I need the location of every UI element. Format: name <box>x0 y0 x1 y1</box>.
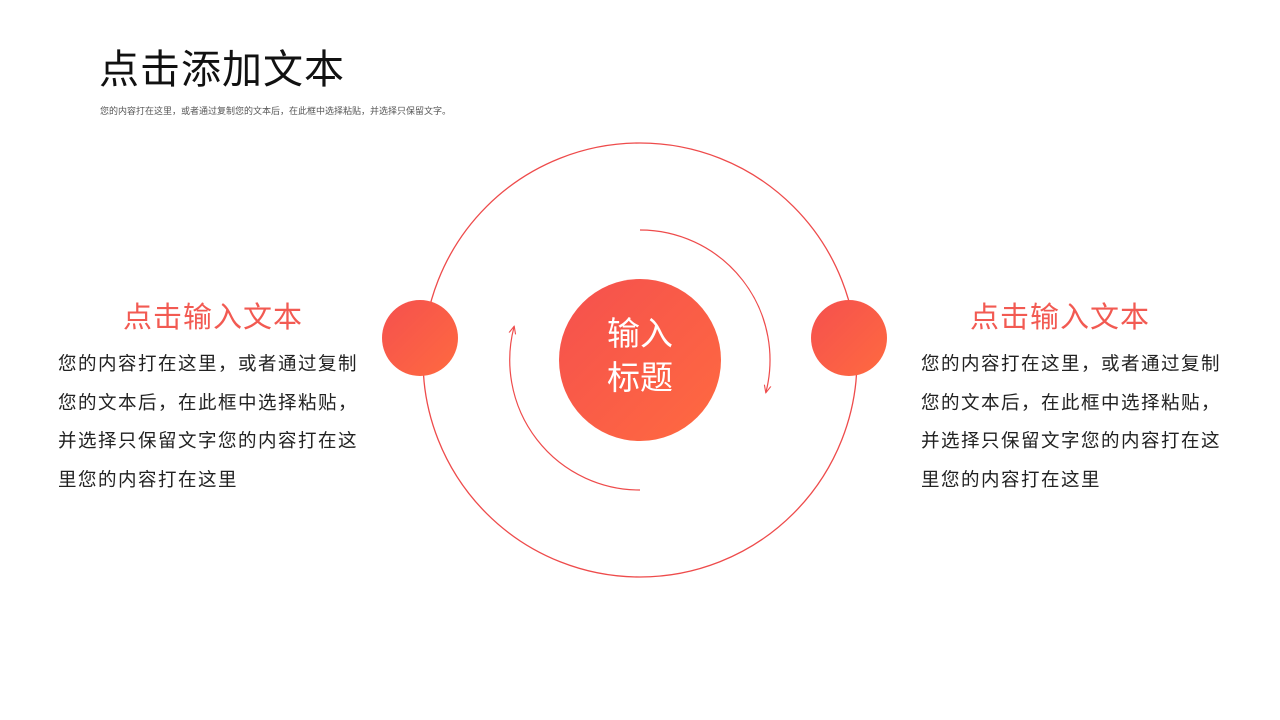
left-body[interactable]: 您的内容打在这里，或者通过复制 您的文本后，在此框中选择粘贴， 并选择只保留文字… <box>58 346 388 500</box>
center-circle <box>559 279 721 441</box>
left-body-line: 您的内容打在这里，或者通过复制 <box>58 354 359 375</box>
arc-arrow-bottom-left <box>510 327 641 491</box>
page-subtitle[interactable]: 您的内容打在这里，或者通过复制您的文本后，在此框中选择粘贴，并选择只保留文字。 <box>100 107 452 117</box>
right-body-line: 里您的内容打在这里 <box>921 469 1102 491</box>
right-body-line: 您的文本后，在此框中选择粘贴， <box>921 392 1222 414</box>
arc-arrow-top-right <box>639 229 770 392</box>
center-title[interactable]: 输入 标题 <box>560 312 720 400</box>
right-heading[interactable]: 点击输入文本 <box>970 300 1151 334</box>
left-body-line: 里您的内容打在这里 <box>58 469 239 491</box>
right-body-line: 您的内容打在这里，或者通过复制 <box>921 354 1222 375</box>
left-heading[interactable]: 点击输入文本 <box>123 300 304 334</box>
right-body[interactable]: 您的内容打在这里，或者通过复制 您的文本后，在此框中选择粘贴， 并选择只保留文字… <box>921 346 1251 500</box>
left-node-circle <box>382 300 458 376</box>
page-title[interactable]: 点击添加文本 <box>99 47 345 93</box>
center-title-line1: 输入 <box>607 314 673 353</box>
right-node-circle <box>811 300 887 376</box>
left-body-line: 您的文本后，在此框中选择粘贴， <box>58 392 359 414</box>
left-body-line: 并选择只保留文字您的内容打在这 <box>58 431 359 452</box>
center-title-line2: 标题 <box>607 358 673 397</box>
right-body-line: 并选择只保留文字您的内容打在这 <box>921 431 1222 452</box>
